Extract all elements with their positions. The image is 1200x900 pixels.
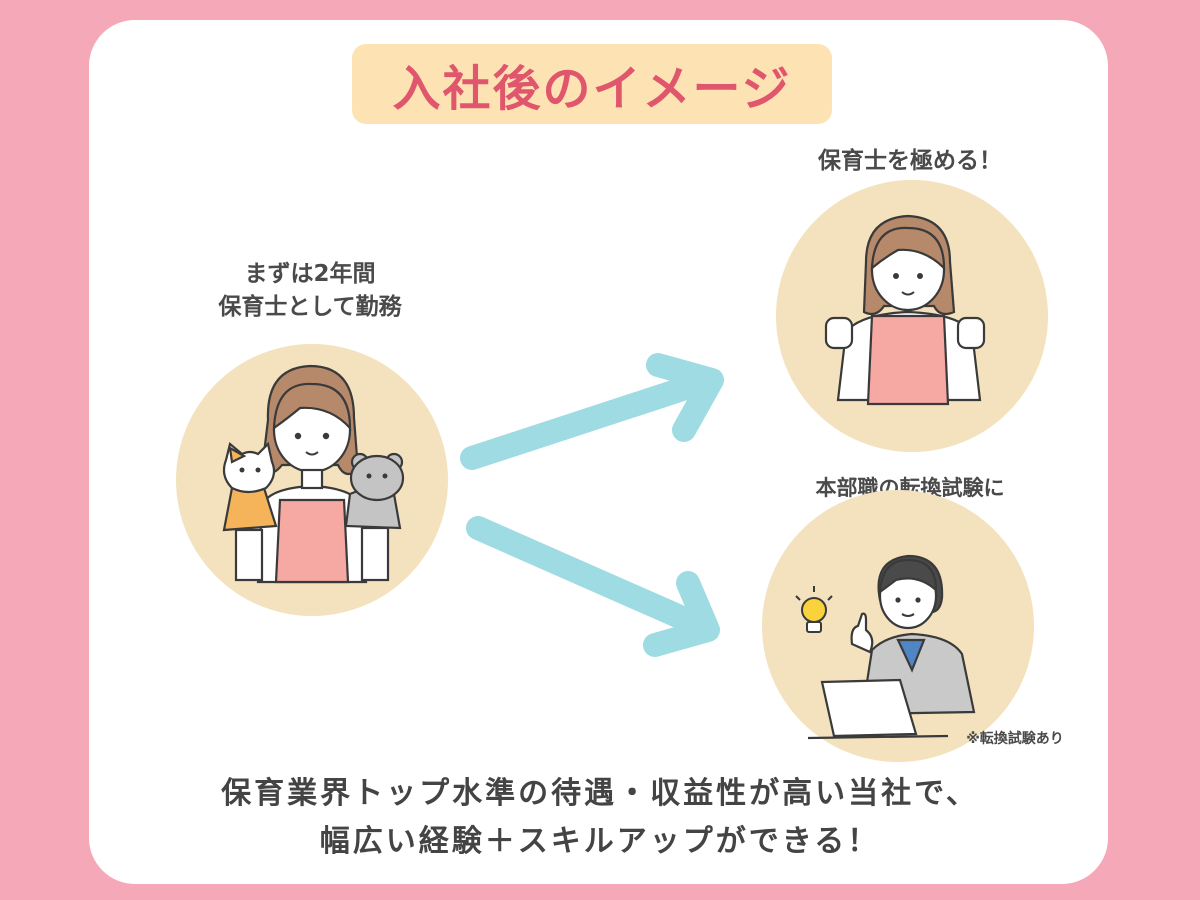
page-title: 入社後のイメージ <box>392 61 792 117</box>
nursery-path-label: 保育士を極める！ <box>818 148 1002 174</box>
footer-line1: 保育業界トップ水準の待遇・収益性が高い当社で、 <box>221 776 979 811</box>
exam-note: ※転換試験あり <box>966 731 1064 747</box>
office-worker-laptop-icon <box>762 490 1034 762</box>
nursery-teacher-puppets-icon <box>176 344 448 616</box>
start-label-line2: 保育士として勤務 <box>218 294 402 321</box>
footer-message: 保育業界トップ水準の待遇・収益性が高い当社で、 幅広い経験＋スキルアップができる… <box>100 770 1100 866</box>
arrow-right-up-icon <box>460 353 724 470</box>
nursery-teacher-fists-icon <box>776 180 1048 452</box>
start-label: まずは2年間 保育士として勤務 <box>150 258 470 325</box>
arrow-right-down-icon <box>466 516 720 657</box>
footer-line2: 幅広い経験＋スキルアップができる！ <box>319 824 881 859</box>
title-box: 入社後のイメージ <box>352 44 832 124</box>
start-label-line1: まずは2年間 <box>244 261 376 287</box>
lightbulb-icon <box>795 586 833 633</box>
